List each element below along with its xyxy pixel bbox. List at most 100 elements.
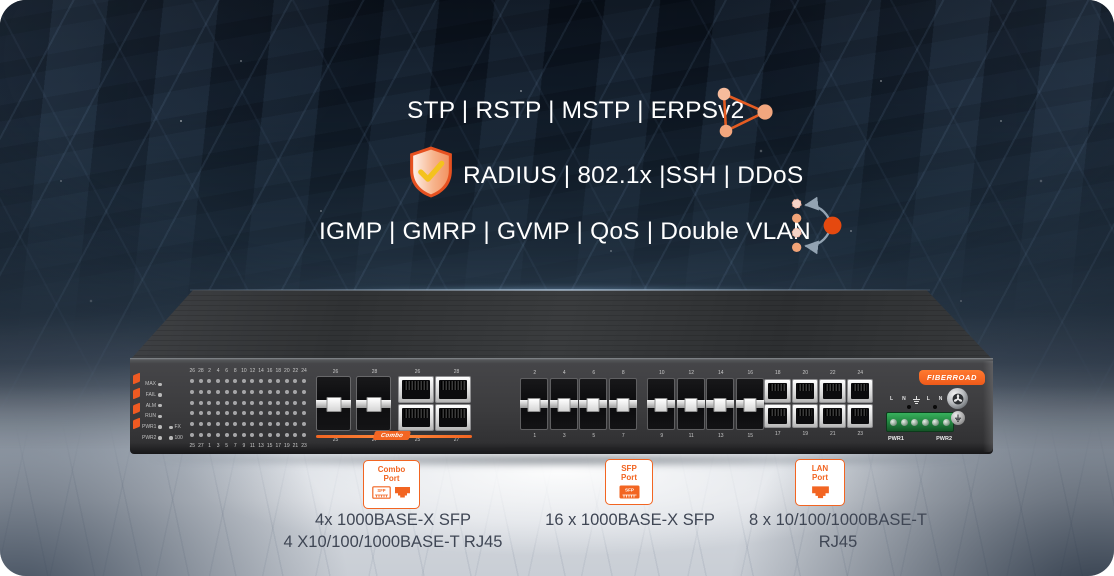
combo-port-description: 4x 1000BASE-X SFP 4 X10/100/1000BASE-T R…: [248, 509, 538, 554]
led-indicator: [241, 432, 246, 437]
rj45-jack: [795, 408, 814, 424]
led-indicator: [259, 390, 264, 395]
led-label-text: PWR2: [142, 434, 157, 441]
led-indicator: [276, 400, 281, 405]
port-number: 25: [332, 437, 339, 443]
port-number: 17: [275, 443, 282, 449]
led-indicator: [207, 422, 212, 427]
port-number: 9: [660, 433, 664, 439]
led-label-row: FAIL: [142, 390, 162, 401]
badge-icons: SFP: [372, 486, 411, 504]
badge-title: LAN Port: [812, 464, 828, 482]
port-number: 21: [829, 431, 836, 437]
lan-port-description: 8 x 10/100/1000BASE-T RJ45: [728, 509, 948, 554]
led-indicator: [207, 390, 212, 395]
terminal-screw: [942, 418, 950, 426]
combo-sfp-cages: [316, 376, 391, 431]
led-indicator: [293, 432, 298, 437]
led-sublabels: FX 100: [169, 422, 183, 443]
power-terminal: [886, 412, 954, 432]
led-indicator: [284, 432, 289, 437]
badge-line1: LAN: [811, 464, 829, 473]
svg-text:SFP: SFP: [377, 488, 385, 493]
port-number: 4: [216, 368, 220, 374]
port-number: 18: [275, 368, 282, 374]
led-indicator: [250, 432, 255, 437]
port-number: 26: [332, 369, 339, 375]
rj45-port: [398, 376, 434, 403]
badge-title: SFP Port: [621, 464, 637, 482]
led-indicator: [190, 390, 195, 395]
fan-icon: [947, 388, 968, 409]
lan-grid: [764, 379, 874, 428]
led-sublabel-row: 100: [169, 433, 183, 444]
sfp-cage: [706, 378, 734, 430]
led-indicator: [284, 400, 289, 405]
status-led: [158, 414, 162, 419]
led-indicator: [224, 400, 229, 405]
led-indicator: [293, 411, 298, 416]
led-indicator: [293, 379, 298, 384]
port-number: 15: [747, 433, 754, 439]
led-indicator: [216, 400, 221, 405]
port-number: 20: [284, 368, 290, 374]
led-indicator: [276, 390, 281, 395]
led-indicator: [216, 390, 221, 395]
port-number: 3: [216, 443, 220, 449]
led-indicator: [216, 411, 221, 416]
power-names: PWR1 PWR2: [888, 436, 952, 442]
led-indicator: [198, 379, 203, 384]
switch-top-edge-highlight: [189, 289, 930, 291]
led-indicator: [250, 411, 255, 416]
port-number: 23: [857, 431, 864, 437]
feature-line-redundancy: STP | RSTP | MSTP | ERPSv2: [407, 97, 745, 124]
port-number: 11: [249, 443, 256, 449]
port-number: 3: [562, 433, 566, 439]
port-number: 27: [371, 437, 378, 443]
led-indicator: [198, 411, 203, 416]
rj45-port: [846, 379, 873, 403]
rj45-jack: [768, 408, 787, 424]
port-number: 20: [802, 370, 809, 376]
led-label-text: RUN: [145, 413, 156, 420]
led-indicator: [190, 432, 195, 437]
port-number: 19: [284, 443, 290, 449]
led-indicator: [284, 422, 289, 427]
sfp-line-1: 16 x 1000BASE-X SFP: [545, 511, 715, 529]
combo-line-2: 4 X10/100/1000BASE-T RJ45: [283, 533, 503, 552]
terminal-screw: [911, 418, 919, 426]
led-indicator: [276, 422, 281, 427]
led-indicator: [198, 400, 203, 405]
rj45-jack: [402, 408, 430, 427]
sfp-cage: [735, 378, 764, 430]
led-indicator: [190, 411, 195, 416]
rj45-port: [764, 404, 791, 428]
led-indicator: [207, 379, 212, 384]
led-indicator: [233, 379, 238, 384]
port-number: 4: [562, 370, 566, 376]
multicast-icon: [786, 195, 850, 257]
led-indicator: [259, 411, 264, 416]
led-label-text: 100: [174, 435, 183, 442]
port-number: 28: [453, 369, 460, 375]
terminal-label: L: [890, 396, 894, 402]
led-indicator: [259, 379, 264, 384]
feature-line-security: RADIUS | 802.1x |SSH | DDoS: [463, 162, 804, 189]
led-indicator: [190, 379, 195, 384]
sfp-port-description: 16 x 1000BASE-X SFP: [535, 509, 725, 531]
led-indicator: [284, 390, 289, 395]
led-sublabel-row: FX: [169, 422, 183, 433]
led-indicator: [224, 422, 229, 427]
sfp-module-outline-icon: SFP: [372, 486, 391, 504]
rj45-jack: [768, 383, 787, 399]
led-indicator: [284, 379, 289, 384]
status-led: [158, 393, 162, 397]
